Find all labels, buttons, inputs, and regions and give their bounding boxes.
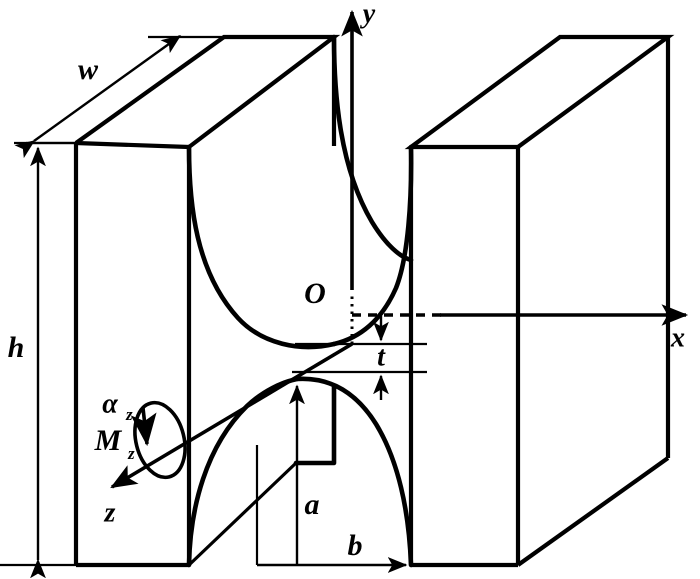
lower-notch-back-floor-oblique	[187, 461, 298, 567]
lower-notch-right-curve	[294, 376, 414, 568]
left-block-top-front-edge	[75, 140, 190, 150]
z-axis	[110, 342, 353, 489]
dimension-h	[0, 141, 78, 579]
lower-notch-back-profile	[293, 383, 337, 466]
z-axis-arrow	[110, 342, 353, 489]
z-axis-dashdot-overlay	[257, 342, 353, 402]
w-dim-arrow	[14, 35, 182, 159]
label-alpha: α	[102, 388, 118, 419]
label-t: t	[377, 341, 386, 372]
label-alpha-subscript: z	[125, 405, 133, 424]
moment-direction-arrow	[130, 407, 157, 447]
label-h: h	[8, 331, 25, 364]
label-w: w	[78, 53, 99, 86]
upper-notch	[186, 34, 414, 350]
dimension-a	[255, 384, 305, 565]
label-b: b	[348, 529, 363, 562]
lower-notch-left-curve	[186, 376, 300, 568]
moment-rotation-loop	[130, 400, 187, 480]
lower-notch	[186, 376, 414, 568]
label-a: a	[305, 488, 320, 521]
label-moment: M	[94, 424, 123, 457]
upper-notch-left-curve	[186, 144, 337, 350]
upper-notch-back-profile	[331, 34, 414, 263]
label-z-axis: z	[104, 497, 116, 528]
right-block-bottom-oblique-edge	[516, 456, 670, 567]
left-block-top-face-outline	[74, 34, 341, 149]
label-alpha-z: α z	[102, 388, 133, 423]
dimension-t	[292, 316, 427, 400]
label-moment-z: M z	[94, 424, 135, 463]
upper-notch-right-curve	[331, 144, 414, 347]
right-block	[404, 34, 675, 568]
label-moment-subscript: z	[127, 444, 135, 463]
label-x-axis: x	[670, 322, 685, 353]
right-block-top-face	[404, 34, 675, 150]
label-origin: O	[304, 277, 326, 310]
left-block-top-face	[74, 34, 341, 150]
label-y-axis: y	[360, 0, 376, 29]
